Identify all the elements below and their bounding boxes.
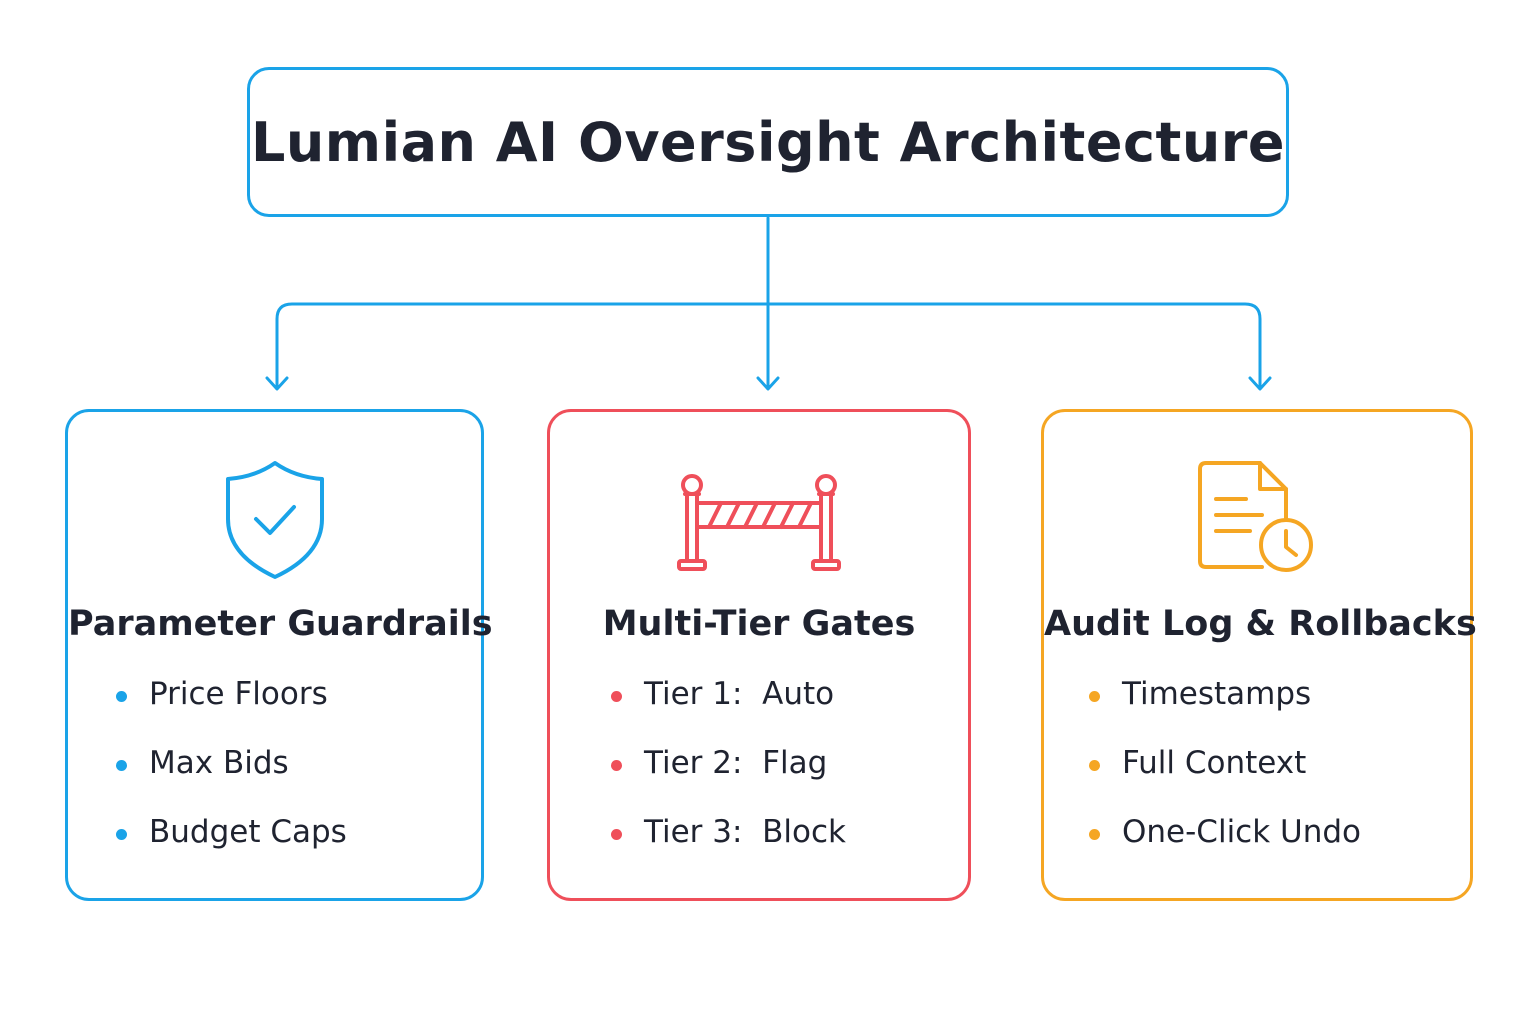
card-heading: Audit Log & Rollbacks xyxy=(1044,604,1477,644)
bullet-text: Max Bids xyxy=(149,745,289,781)
document-clock-icon xyxy=(1198,461,1313,572)
card-heading: Multi-Tier Gates xyxy=(602,604,916,644)
arrowhead-center xyxy=(756,376,780,391)
title-box: Lumian AI Oversight Architecture xyxy=(247,67,1289,217)
bullet-dot xyxy=(116,760,127,771)
bullet-dot xyxy=(611,829,622,840)
bullet-text: Tier 3: Block xyxy=(644,814,846,850)
bullet-dot xyxy=(1089,829,1100,840)
bullet-text: One-Click Undo xyxy=(1122,814,1362,850)
bullet-text: Timestamps xyxy=(1122,676,1312,712)
barrier-gate-icon xyxy=(677,474,841,571)
card-parameter-guardrails: Parameter Guardrails Price Floors Max Bi… xyxy=(65,409,493,901)
bullet-text: Tier 2: Flag xyxy=(644,745,828,781)
bullet-text: Tier 1: Auto xyxy=(644,676,835,712)
bullet-dot xyxy=(1089,760,1100,771)
card-audit-log-rollbacks: Audit Log & Rollbacks Timestamps Full Co… xyxy=(1041,409,1477,901)
connector-bus-left xyxy=(275,302,770,388)
card-multi-tier-gates: Multi-Tier Gates Tier 1: Auto Tier 2: Fl… xyxy=(547,409,971,901)
connector-bus-right xyxy=(766,302,1262,388)
arrowhead-left xyxy=(265,376,289,391)
card-heading: Parameter Guardrails xyxy=(68,604,493,644)
shield-check-icon xyxy=(225,461,324,579)
bullet-dot xyxy=(1089,691,1100,702)
diagram-title: Lumian AI Oversight Architecture xyxy=(250,110,1286,174)
bullet-dot xyxy=(611,691,622,702)
bullet-dot xyxy=(116,829,127,840)
bullet-text: Full Context xyxy=(1122,745,1307,781)
bullet-dot xyxy=(611,760,622,771)
bullet-dot xyxy=(116,691,127,702)
bullet-text: Price Floors xyxy=(149,676,328,712)
bullet-text: Budget Caps xyxy=(149,814,347,850)
arrowhead-right xyxy=(1248,376,1272,391)
